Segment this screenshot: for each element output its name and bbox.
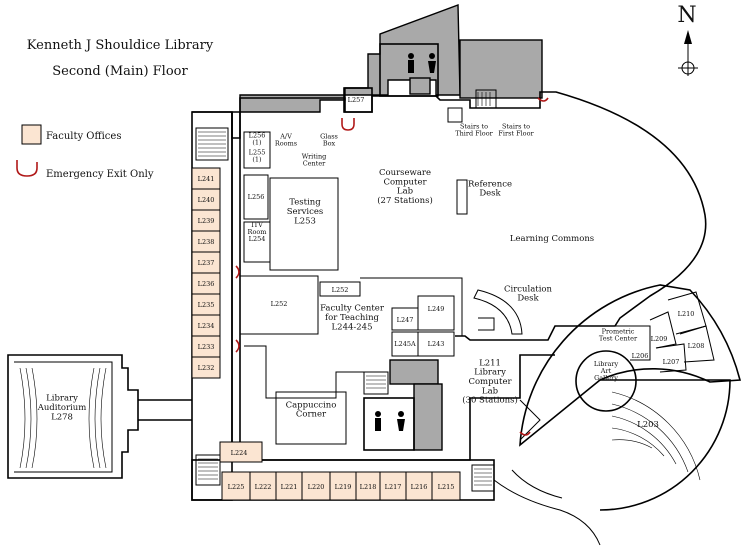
- faculty-offices-west: [191, 167, 221, 379]
- room-l257-label: L257: [348, 96, 365, 104]
- room-l249-label: L249: [428, 305, 445, 313]
- faculty-office-south-label: L222: [255, 483, 272, 491]
- elevator-north: [409, 77, 431, 95]
- room-l252-label: L252: [271, 300, 288, 308]
- faculty-office-west-label: L241: [198, 175, 215, 183]
- exit-icon-west-2: [235, 339, 240, 353]
- room-l247-label: L247: [397, 316, 414, 324]
- faculty-office-south: [301, 471, 331, 501]
- faculty-office-west: [191, 356, 221, 379]
- room-l243-label: L243: [428, 340, 445, 348]
- west-stairs: [195, 127, 495, 492]
- faculty-office-west-label: L238: [198, 238, 215, 246]
- room-l209-label: L209: [651, 335, 668, 343]
- room-l224-label: L224: [231, 449, 248, 457]
- faculty-office-west-label: L236: [198, 280, 215, 288]
- faculty-office-south-label: L217: [385, 483, 402, 491]
- south-core: [363, 359, 443, 451]
- faculty-office-south: [275, 471, 303, 501]
- northeast-grey-block: [459, 39, 543, 99]
- faculty-office-west-label: L233: [198, 343, 215, 351]
- faculty-office-south: [329, 471, 357, 501]
- map-title: Kenneth J Shouldice Library: [27, 38, 214, 53]
- faculty-office-south-label: L216: [411, 483, 428, 491]
- exit-icon-northeast: [537, 97, 549, 102]
- faculty-office-south: [355, 471, 381, 501]
- legend-exit-icon: [16, 160, 38, 177]
- room-l245a-label: L245A: [394, 340, 416, 348]
- faculty-office-west-label: L237: [198, 259, 215, 267]
- faculty-office-west-label: L239: [198, 217, 215, 225]
- faculty-office-south: [431, 471, 461, 501]
- north-label: N: [677, 3, 696, 28]
- faculty-office-west-label: L232: [198, 364, 215, 372]
- faculty-office-west-label: L235: [198, 301, 215, 309]
- reference-desk-shape: [456, 179, 468, 215]
- faculty-office-west-label: L234: [198, 322, 215, 330]
- faculty-office-south-label: L220: [308, 483, 325, 491]
- exit-icon-north: [341, 118, 355, 131]
- legend-exit-label: Emergency Exit Only: [46, 169, 154, 180]
- faculty-office-south: [249, 471, 277, 501]
- room-l256-label: L256(1): [249, 131, 266, 146]
- exit-icon-lab: [519, 431, 531, 436]
- faculty-office-south-label: L219: [335, 483, 352, 491]
- map-subtitle: Second (Main) Floor: [52, 64, 188, 79]
- room-l203-label: L203: [637, 420, 659, 430]
- faculty-office-west-label: L240: [198, 196, 215, 204]
- faculty-office-south-label: L218: [360, 483, 377, 491]
- compass: N: [677, 3, 698, 76]
- room-l256b-label: L256: [248, 193, 265, 201]
- faculty-office-south-label: L225: [228, 483, 245, 491]
- room-l255-label: L255(1): [249, 148, 266, 163]
- faculty-office-south: [379, 471, 407, 501]
- faculty-offices-south: [221, 471, 461, 501]
- faculty-office-south-label: L221: [281, 483, 298, 491]
- room-l206-label: L206: [632, 352, 649, 360]
- room-l210-label: L210: [678, 310, 695, 318]
- exit-icon-west: [235, 265, 240, 279]
- room-l224: [219, 441, 263, 463]
- north-arrow-icon: [684, 30, 692, 44]
- building-outline-north: [231, 91, 707, 341]
- legend-faculty-label: Faculty Offices: [46, 131, 121, 142]
- room-l208-label: L208: [688, 342, 705, 350]
- learning-commons-label: Learning Commons: [510, 234, 594, 244]
- cappuccino-corner: [275, 391, 347, 445]
- faculty-office-south: [221, 471, 251, 501]
- legend-faculty-swatch: [21, 124, 42, 145]
- emergency-exits: [235, 97, 549, 436]
- room-l252b-label: L252: [332, 286, 349, 294]
- faculty-office-south-label: L215: [438, 483, 455, 491]
- room-l207-label: L207: [663, 358, 680, 366]
- southeast-walkway: [493, 469, 601, 546]
- restroom-icon-north: [408, 53, 436, 73]
